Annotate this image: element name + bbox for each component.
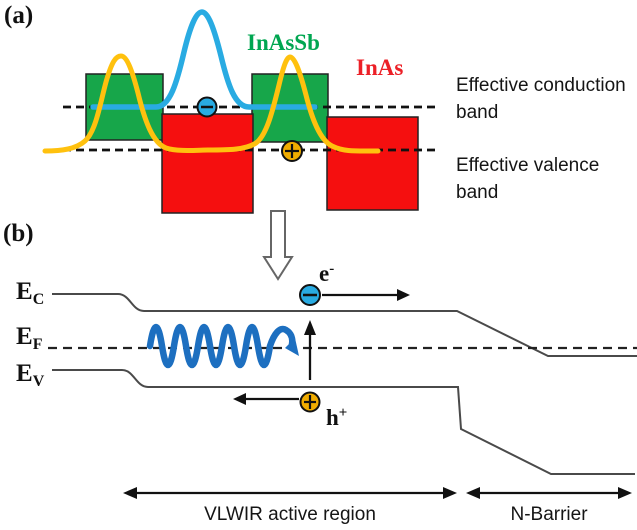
ef-base: E: [16, 323, 33, 350]
electron-wavefunction-curve: [90, 9, 318, 110]
electron-label: e-: [319, 261, 334, 287]
electron-motion-arrow: [322, 289, 410, 301]
n-barrier-extent-arrow: [466, 487, 632, 499]
ev-base: E: [16, 360, 33, 387]
panel-b-label: (b): [3, 220, 34, 247]
electron-icon-b: [299, 284, 321, 306]
photon-arrow-icon: [146, 323, 299, 369]
inas-well-1: [161, 113, 254, 214]
ev-sub: V: [32, 373, 45, 390]
hole-base: h: [326, 405, 339, 430]
valence-band-edge: [52, 369, 635, 475]
n-barrier-label: N-Barrier: [510, 504, 588, 525]
ev-label: EV: [16, 360, 44, 391]
band-diagram: [48, 284, 637, 499]
ec-base: E: [16, 278, 33, 305]
ec-label: EC: [16, 278, 44, 309]
excitation-up-arrow: [304, 320, 316, 380]
hole-label: h+: [326, 405, 347, 431]
ef-sub: F: [32, 336, 43, 353]
hole-icon-b: [299, 391, 321, 413]
effective-valence-band-label: Effective valence band: [456, 155, 600, 203]
superlattice-diagram: [42, 9, 438, 214]
conduction-band-edge: [52, 293, 637, 357]
inas-label: InAs: [356, 55, 404, 80]
inas-well-2: [326, 116, 419, 211]
hole-motion-arrow: [233, 393, 299, 405]
hole-sup: +: [338, 405, 348, 421]
vlwir-active-region-label: VLWIR active region: [204, 504, 376, 525]
electron-icon: [196, 96, 218, 118]
active-region-extent-arrow: [123, 487, 457, 499]
effective-conduction-band-label: Effective conduction band: [456, 75, 626, 123]
down-arrow-icon: [262, 210, 294, 281]
ec-sub: C: [32, 291, 45, 308]
hole-icon: [281, 140, 303, 162]
panel-a-label: (a): [4, 2, 34, 29]
electron-base: e: [319, 261, 330, 286]
hole-wavefunction-curve: [42, 53, 381, 154]
ef-label: EF: [16, 323, 42, 354]
inassb-label: InAsSb: [247, 30, 320, 55]
electron-sup: -: [329, 261, 335, 277]
